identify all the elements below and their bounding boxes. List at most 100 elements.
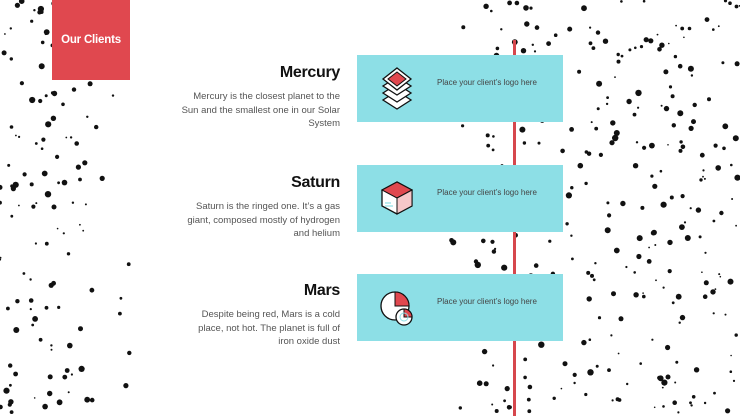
- background-dot: [632, 163, 639, 169]
- background-dot: [7, 163, 11, 167]
- background-dot: [649, 142, 655, 149]
- background-dot: [50, 115, 57, 122]
- background-dot: [504, 386, 510, 392]
- background-dot: [643, 37, 649, 43]
- background-dot: [588, 338, 592, 342]
- title-tab: Our Clients: [52, 0, 130, 80]
- background-dot: [662, 405, 665, 408]
- background-dot: [677, 110, 684, 117]
- background-dot: [565, 192, 573, 199]
- background-dot: [526, 397, 531, 402]
- background-dot: [44, 241, 49, 246]
- background-dot: [588, 41, 593, 46]
- background-dot: [661, 379, 668, 386]
- background-dot: [704, 251, 707, 254]
- background-dot: [44, 191, 52, 198]
- background-dot: [67, 391, 70, 394]
- background-dot: [636, 253, 642, 260]
- background-dot: [67, 342, 73, 349]
- background-dot: [89, 397, 95, 403]
- background-dot: [591, 46, 596, 50]
- background-dot: [548, 239, 552, 243]
- background-dot: [688, 125, 694, 131]
- background-dot: [634, 46, 637, 50]
- background-dot: [667, 144, 669, 146]
- background-dot: [713, 391, 716, 395]
- background-dot: [13, 371, 18, 377]
- background-dot: [29, 182, 34, 187]
- background-dot: [533, 263, 539, 268]
- client-name: Mercury: [279, 64, 340, 81]
- background-dot: [584, 392, 588, 397]
- client-description: Despite being red, Mars is a cold place,…: [198, 309, 340, 347]
- background-dot: [728, 1, 732, 5]
- background-dot: [734, 174, 740, 181]
- background-dot: [51, 90, 58, 97]
- background-dot: [538, 341, 545, 348]
- client-saturn-text: Saturn Saturn is the ringed one. It’s a …: [180, 174, 340, 241]
- background-dot: [660, 104, 663, 107]
- client-mars-card: Place your client’s logo here: [357, 274, 563, 341]
- background-dot: [519, 126, 526, 133]
- background-dot: [552, 396, 556, 400]
- background-dot: [670, 94, 675, 99]
- background-dot: [570, 186, 574, 190]
- background-dot: [592, 278, 596, 282]
- background-dot: [531, 43, 534, 46]
- background-dot: [661, 386, 664, 389]
- background-dot: [595, 30, 601, 35]
- background-dot: [41, 137, 46, 142]
- background-dot: [89, 287, 95, 293]
- background-dot: [520, 48, 527, 54]
- background-dot: [560, 387, 563, 390]
- background-dot: [731, 198, 734, 200]
- background-dot: [628, 48, 632, 52]
- background-dot: [718, 273, 721, 276]
- background-dot: [652, 183, 658, 189]
- background-dot: [118, 311, 122, 316]
- background-dot: [47, 374, 53, 380]
- background-dot: [10, 214, 14, 218]
- background-dot: [491, 148, 495, 152]
- background-dot: [41, 170, 48, 177]
- background-dot: [637, 106, 640, 109]
- background-dot: [514, 0, 520, 6]
- background-dot: [663, 69, 669, 75]
- background-dot: [636, 235, 643, 242]
- background-dot: [633, 292, 639, 298]
- background-dot: [730, 354, 732, 357]
- background-dot: [495, 46, 500, 51]
- background-dot: [710, 289, 716, 295]
- background-dot: [3, 387, 10, 394]
- background-dot: [659, 42, 665, 48]
- pie-circles-icon: [380, 291, 413, 326]
- background-dot: [667, 269, 672, 274]
- background-dot: [596, 107, 600, 111]
- background-dot: [69, 136, 73, 139]
- background-dot: [581, 5, 587, 12]
- background-dot: [699, 152, 705, 158]
- background-dot: [507, 0, 512, 6]
- background-dot: [87, 81, 93, 87]
- background-dot: [648, 246, 650, 249]
- background-dot: [678, 148, 683, 153]
- logo-placeholder-text: Place your client’s logo here: [437, 188, 537, 197]
- background-dot: [503, 399, 506, 403]
- background-dot: [660, 201, 667, 208]
- background-dot: [654, 244, 657, 246]
- background-dot: [602, 38, 609, 44]
- background-dot: [721, 61, 725, 65]
- background-dot: [734, 333, 738, 337]
- background-dot: [732, 135, 739, 142]
- background-dot: [712, 219, 716, 223]
- background-dot: [605, 102, 609, 106]
- background-dot: [712, 312, 715, 315]
- background-dot: [722, 123, 729, 130]
- background-dot: [701, 271, 703, 274]
- background-dot: [490, 239, 495, 244]
- background-dot: [651, 338, 654, 341]
- background-dot: [33, 397, 36, 399]
- background-dot: [581, 339, 587, 346]
- background-dot: [573, 381, 576, 385]
- background-dot: [607, 213, 612, 218]
